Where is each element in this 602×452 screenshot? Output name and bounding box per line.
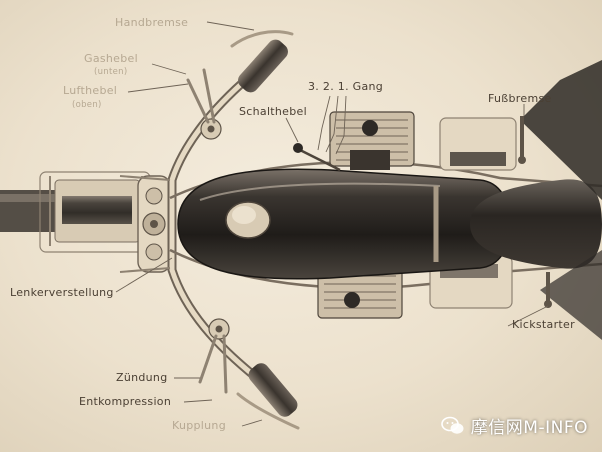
handlebar <box>119 30 300 430</box>
label-fussbremse: Fußbremse <box>488 92 552 105</box>
cylinder-top <box>329 111 415 170</box>
seat <box>470 60 602 340</box>
wechat-icon <box>440 416 464 434</box>
label-gashebel: Gashebel <box>84 52 138 65</box>
label-gashebel-sub: (unten) <box>94 67 128 77</box>
kickstarter-pedal <box>544 272 552 308</box>
shift-lever <box>293 143 341 172</box>
brake-pedal <box>518 116 526 164</box>
label-entkompression: Entkompression <box>79 395 172 408</box>
watermark-text: 摩信网M-INFO <box>470 418 588 438</box>
label-zuendung: Zündung <box>116 371 168 384</box>
label-kupplung: Kupplung <box>172 419 226 432</box>
label-handbremse: Handbremse <box>115 16 189 29</box>
label-lufthebel: Lufthebel <box>63 84 118 97</box>
label-lufthebel-sub: (oben) <box>72 100 102 110</box>
label-gang: 3. 2. 1. Gang <box>308 80 384 93</box>
watermark: 摩信网M-INFO <box>440 413 588 438</box>
steering-head <box>137 175 171 273</box>
label-lenkerverstellung: Lenkerverstellung <box>10 286 114 299</box>
label-kickstarter: Kickstarter <box>512 318 575 331</box>
front-fork <box>0 171 151 253</box>
leader-lines <box>115 21 549 427</box>
fuel-tank <box>177 168 511 280</box>
label-schalthebel: Schalthebel <box>239 105 307 118</box>
footboards <box>429 117 517 309</box>
